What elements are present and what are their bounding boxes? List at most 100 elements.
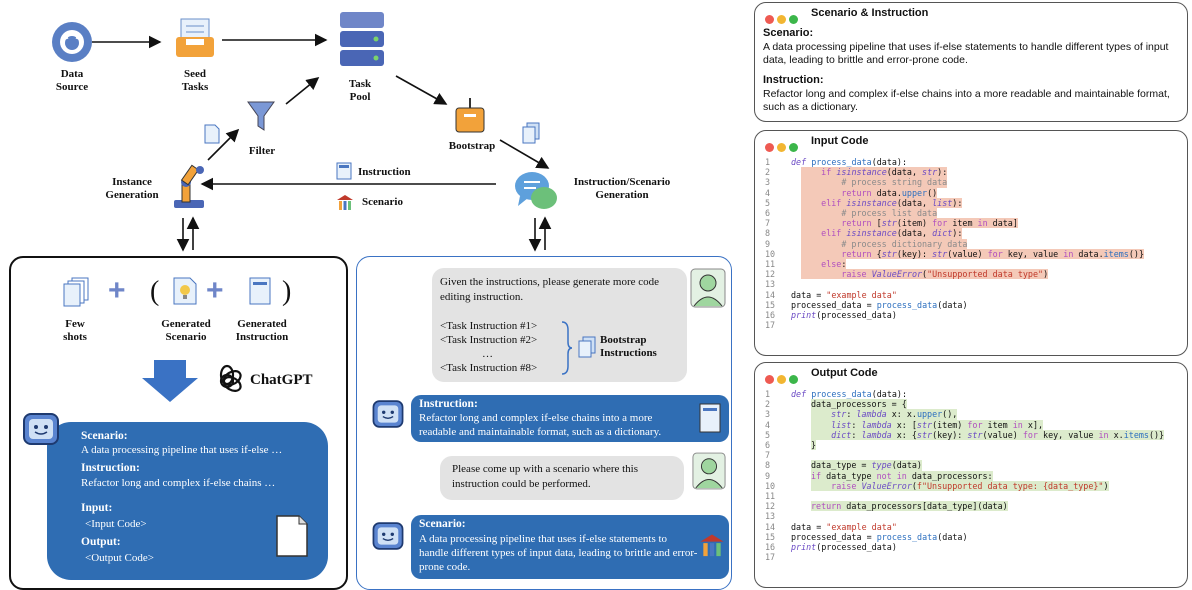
seed-tasks-label: Seed Tasks [181,68,209,93]
scenario-prompt-bubble: Please come up with a scenario where thi… [440,456,684,500]
task-ellipsis: … [482,348,493,360]
sp-instruction-text: Refactor long and complex if-else chains… [763,88,1170,113]
box-icon [452,96,488,141]
line-number: 6 [765,208,771,218]
few-shots-icon [62,276,92,313]
line-number: 12 [765,501,776,512]
prompt1-line2: editing instruction. [440,291,524,303]
line-number: 9 [765,470,771,481]
chatgpt-label: ChatGPT [250,372,313,388]
prompt1-line1: Given the instructions, please generate … [440,276,660,288]
scenario-instruction-panel: Scenario & Instruction Scenario: A data … [754,2,1188,122]
card-output-text: <Output Code> [85,552,154,564]
instance-generation-label: Instance Generation [105,176,159,201]
bootstrap-label: Bootstrap [448,140,496,152]
github-icon [52,22,92,62]
card-input-text: <Input Code> [85,518,147,530]
robot-arm-icon [168,160,212,215]
sp-scenario-text: A data processing pipeline that uses if-… [763,41,1169,66]
card-scenario-label: Scenario: [81,430,128,442]
few-shots-label: Few shots [63,318,87,343]
server-stack-icon [334,8,390,75]
line-number: 4 [765,187,771,198]
line-number: 4 [765,419,771,430]
line-number: 11 [765,491,776,501]
line-number: 3 [765,409,771,420]
output-code-title: Output Code [811,367,878,379]
line-number: 15 [765,299,776,310]
pipeline-arrows [92,33,552,252]
line-number: 17 [765,552,776,563]
window-dots-2 [765,139,801,157]
file-icon [275,514,309,563]
lightbulb-doc-icon [172,276,198,311]
line-number: 12 [765,269,776,280]
task-instruction-8: <Task Instruction #8> [440,362,538,374]
line-number: 16 [765,542,776,552]
line-number: 2 [765,167,771,178]
task-instruction-1: <Task Instruction #1> [440,320,538,332]
bot-avatar-icon [20,408,62,455]
filter-icon [246,100,276,139]
input-code-title: Input Code [811,135,869,147]
openai-logo-icon [210,364,244,403]
docs-stack-icon [578,336,596,361]
instruction-doc-icon [248,276,272,311]
resp1-text: Refactor long and complex if-else chains… [419,412,662,438]
sp-scenario-label: Scenario: [763,27,814,39]
down-arrow-icon [140,360,200,409]
line-number: 15 [765,531,776,542]
card-instruction-text: Refactor long and complex if-else chains… [81,477,276,489]
filter-label: Filter [248,145,276,157]
building-chart-icon [699,533,725,564]
line-number: 7 [765,450,771,461]
bootstrap-prompt-bubble: Given the instructions, please generate … [432,268,687,382]
line-number: 10 [765,248,776,259]
line-number: 3 [765,177,771,188]
instruction-doc-icon-2 [699,403,721,438]
plus-sign: + [108,274,126,307]
sp-instruction-label: Instruction: [763,74,824,86]
data-source-label: Data Source [55,68,89,93]
line-number: 6 [765,440,771,450]
bot-avatar-icon-3 [370,518,406,559]
window-dots [765,11,801,29]
resp1-label: Instruction: [419,398,478,410]
bootstrap-instructions-label: Bootstrap Instructions [600,334,657,359]
line-number: 9 [765,238,771,249]
line-number: 17 [765,320,776,331]
prompt2-text: Please come up with a scenario where thi… [452,463,639,490]
brace-icon [561,321,572,375]
line-number: 5 [765,429,771,440]
generated-instruction-label: Generated Instruction [235,318,289,343]
user-avatar-icon [690,268,726,313]
line-number: 16 [765,310,776,320]
line-number: 10 [765,480,776,491]
generated-scenario-label: Generated Scenario [161,318,211,343]
card-output-label: Output: [81,536,121,548]
line-number: 8 [765,228,771,239]
resp2-text: A data processing pipeline that uses if-… [419,533,698,573]
line-number: 7 [765,218,771,229]
user-avatar-icon-2 [692,452,726,495]
plus-sign-2: + [206,274,224,307]
inbox-tray-icon [172,15,218,66]
scenario-arrow-label: Scenario [362,196,403,208]
open-paren: ( [150,276,160,307]
line-number: 14 [765,521,776,532]
scenario-response-card: Scenario: A data processing pipeline tha… [411,515,729,579]
line-number: 13 [765,511,776,522]
documents-icon [522,122,540,149]
scenario-panel-title: Scenario & Instruction [811,7,929,19]
line-number: 2 [765,399,771,410]
card-instruction-label: Instruction: [81,462,140,474]
document-icon [336,162,352,185]
task-pool-label: Task Pool [348,78,372,103]
task-instruction-2: <Task Instruction #2> [440,334,538,346]
generated-instance-card: Scenario: A data processing pipeline tha… [47,422,328,580]
line-number: 1 [765,157,771,167]
bar-chart-icon [336,194,354,217]
